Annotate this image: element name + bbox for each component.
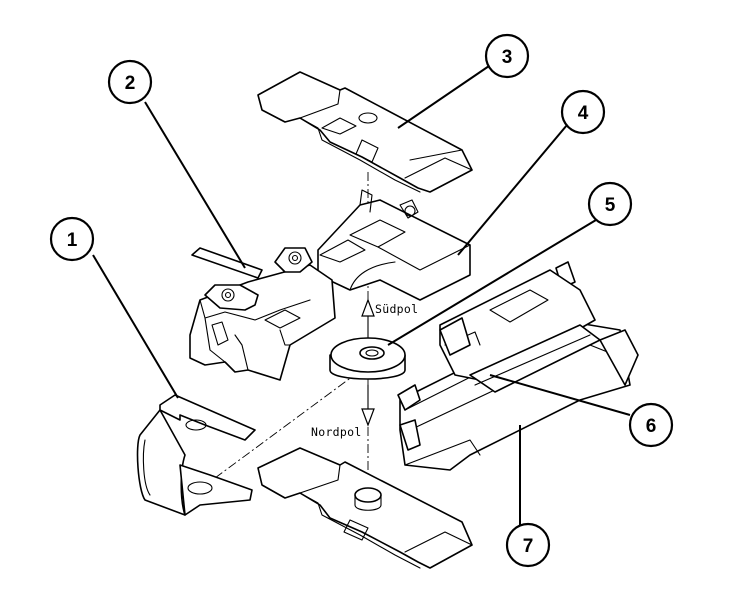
callout-3: 3: [484, 33, 530, 79]
callout-5-label: 5: [605, 195, 616, 216]
south-pole-label: Südpol: [375, 302, 418, 316]
callout-1-label: 1: [67, 230, 78, 251]
callout-5: 5: [587, 181, 633, 227]
callout-4-label: 4: [578, 103, 589, 124]
callout-3-label: 3: [502, 47, 513, 68]
leader-lines: [92, 65, 631, 525]
north-pole-label: Nordpol: [311, 425, 362, 439]
pole-arrows: [361, 298, 375, 427]
callout-7-label: 7: [523, 536, 534, 557]
callout-2: 2: [107, 59, 153, 105]
part-6-coil-block: [439, 269, 601, 393]
part-1-spring-clip: [136, 394, 256, 516]
callout-1: 1: [49, 216, 95, 262]
part-3-top-cover: [257, 71, 473, 193]
bottom-plate: [257, 447, 473, 569]
callout-2-label: 2: [125, 73, 136, 94]
part-7-right-housing: [397, 261, 639, 471]
part-5-ring-magnet: [329, 337, 406, 380]
callout-6: 6: [628, 402, 674, 448]
part-4-main-housing: [317, 189, 471, 301]
part-2-side-holder: [189, 247, 336, 381]
callout-6-label: 6: [646, 416, 657, 437]
callout-7: 7: [505, 522, 551, 568]
callout-4: 4: [560, 89, 606, 135]
